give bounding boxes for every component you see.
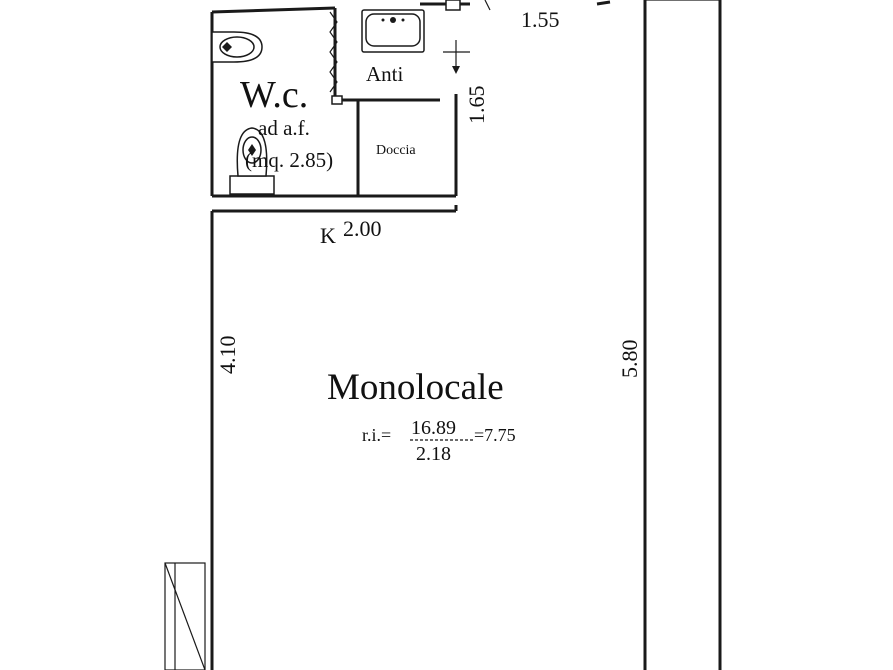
anti-room-label: Anti <box>366 62 404 86</box>
top-wall-tick <box>484 0 491 11</box>
wc-room-sub1: ad a.f. <box>258 116 310 140</box>
door-swing-icon <box>443 40 470 74</box>
wc-room-title: W.c. <box>240 74 308 116</box>
folding-door <box>329 11 338 93</box>
top-right-fragment <box>596 0 611 6</box>
pillar <box>445 0 461 11</box>
wc-room-area: (mq. 2.85) <box>245 148 333 172</box>
kitchen-label: K <box>320 223 336 248</box>
ri-result: =7.75 <box>474 425 516 445</box>
dim-left-height: 4.10 <box>215 336 240 375</box>
doccia-room-label: Doccia <box>376 143 416 158</box>
door-jamb <box>331 95 343 105</box>
bidet-icon <box>211 31 263 63</box>
dim-anti-height: 1.65 <box>464 86 489 125</box>
walls <box>210 0 722 670</box>
sink-icon <box>361 9 425 53</box>
entrance-stair <box>164 562 206 670</box>
ri-formula: r.i.= 16.89 2.18 =7.75 <box>362 417 516 465</box>
dim-right-height: 5.80 <box>617 340 642 379</box>
ri-denominator: 2.18 <box>416 443 451 465</box>
ri-numerator: 16.89 <box>411 417 456 439</box>
ri-prefix: r.i.= <box>362 425 391 445</box>
wc-toilet-icon <box>229 127 275 195</box>
dim-top-width: 1.55 <box>521 7 560 32</box>
wc-top-wall <box>211 6 336 14</box>
dim-mid-width: 2.00 <box>343 216 382 241</box>
main-room-title: Monolocale <box>327 367 504 408</box>
